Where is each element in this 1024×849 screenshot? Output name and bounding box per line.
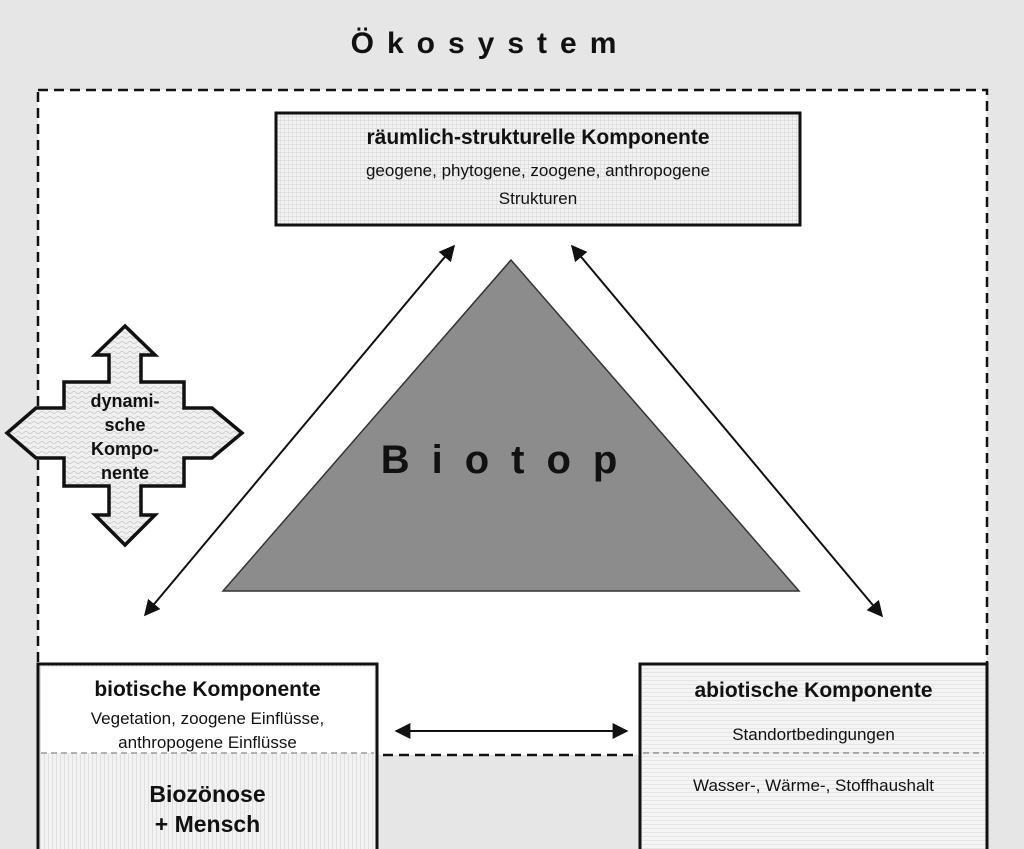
spatial-line-1: geogene, phytogene, zoogene, anthropogen…	[365, 161, 711, 180]
dynamic-line-1: dynami-	[90, 391, 160, 411]
abiotic-heading: abiotische Komponente	[694, 679, 933, 702]
dynamic-line-2: sche	[104, 415, 146, 435]
spatial-line-2: Strukturen	[498, 189, 578, 208]
dynamic-line-3: Kompo-	[91, 439, 159, 459]
abiotic-lower: Wasser-, Wärme-, Stoffhaushalt	[693, 776, 934, 795]
arrow-spatial-biotic	[143, 244, 456, 617]
spatial-component-box	[274, 111, 802, 227]
biotic-upper-area	[41, 667, 374, 753]
dynamic-line-4: nente	[100, 463, 149, 483]
arrow-spatial-abiotic	[570, 244, 884, 618]
human-label: + Mensch	[154, 811, 261, 837]
biotop-label: Biotop	[380, 438, 640, 482]
ecosystem-title: Ökosystem	[350, 27, 630, 60]
spatial-heading: räumlich-strukturelle Komponente	[366, 126, 710, 149]
abiotic-component-box	[638, 662, 989, 849]
biotic-line-2: anthropogene Einflüsse	[118, 733, 297, 752]
biocenosis-label: Biozönose	[149, 781, 266, 807]
biotic-line-1: Vegetation, zoogene Einflüsse,	[90, 709, 325, 728]
abiotic-line-1: Standortbedingungen	[732, 725, 895, 744]
biotic-heading: biotische Komponente	[94, 678, 321, 701]
ecosystem-boundary	[36, 88, 989, 757]
